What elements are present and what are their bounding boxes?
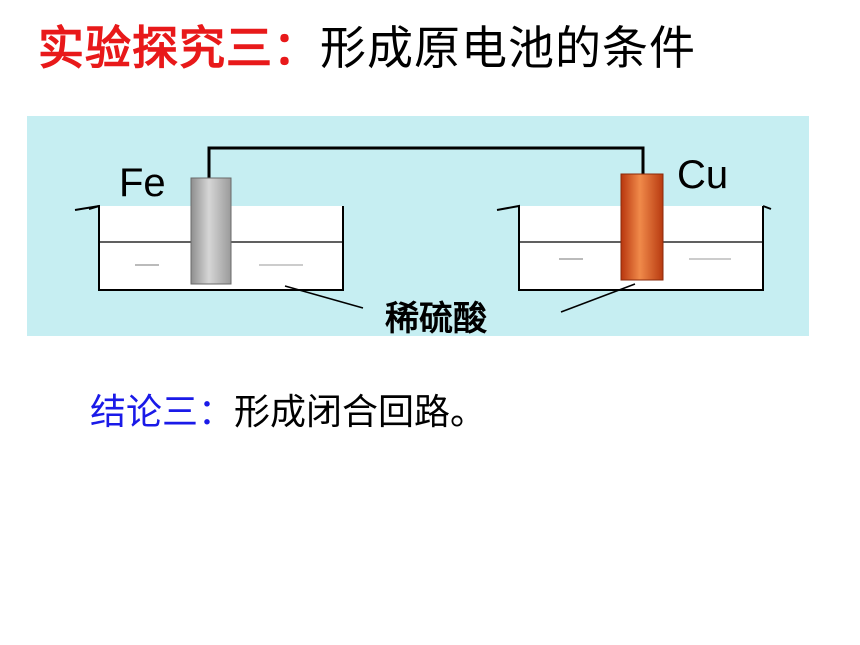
conclusion-label: 结论三： [90, 392, 235, 433]
title-text: 形成原电池的条件 [320, 21, 696, 75]
conclusion: 结论三：形成闭合回路。 [90, 388, 486, 438]
diagram-svg: Fe Cu 稀硫酸 [74, 146, 772, 336]
galvanic-cell-diagram: Fe Cu 稀硫酸 [27, 116, 809, 336]
title-highlight: 实验探究三： [38, 21, 320, 75]
page-title: 实验探究三：形成原电池的条件 [38, 18, 696, 78]
right-electrode-label: Cu [677, 153, 728, 197]
leader-line-right [560, 283, 636, 313]
left-electrode-label: Fe [119, 161, 166, 205]
leader-line-left [284, 285, 364, 309]
conclusion-text: 形成闭合回路。 [234, 392, 487, 433]
solution-label: 稀硫酸 [385, 299, 488, 336]
iron-electrode [190, 177, 232, 285]
connecting-wire [207, 146, 645, 178]
copper-electrode [620, 173, 664, 281]
